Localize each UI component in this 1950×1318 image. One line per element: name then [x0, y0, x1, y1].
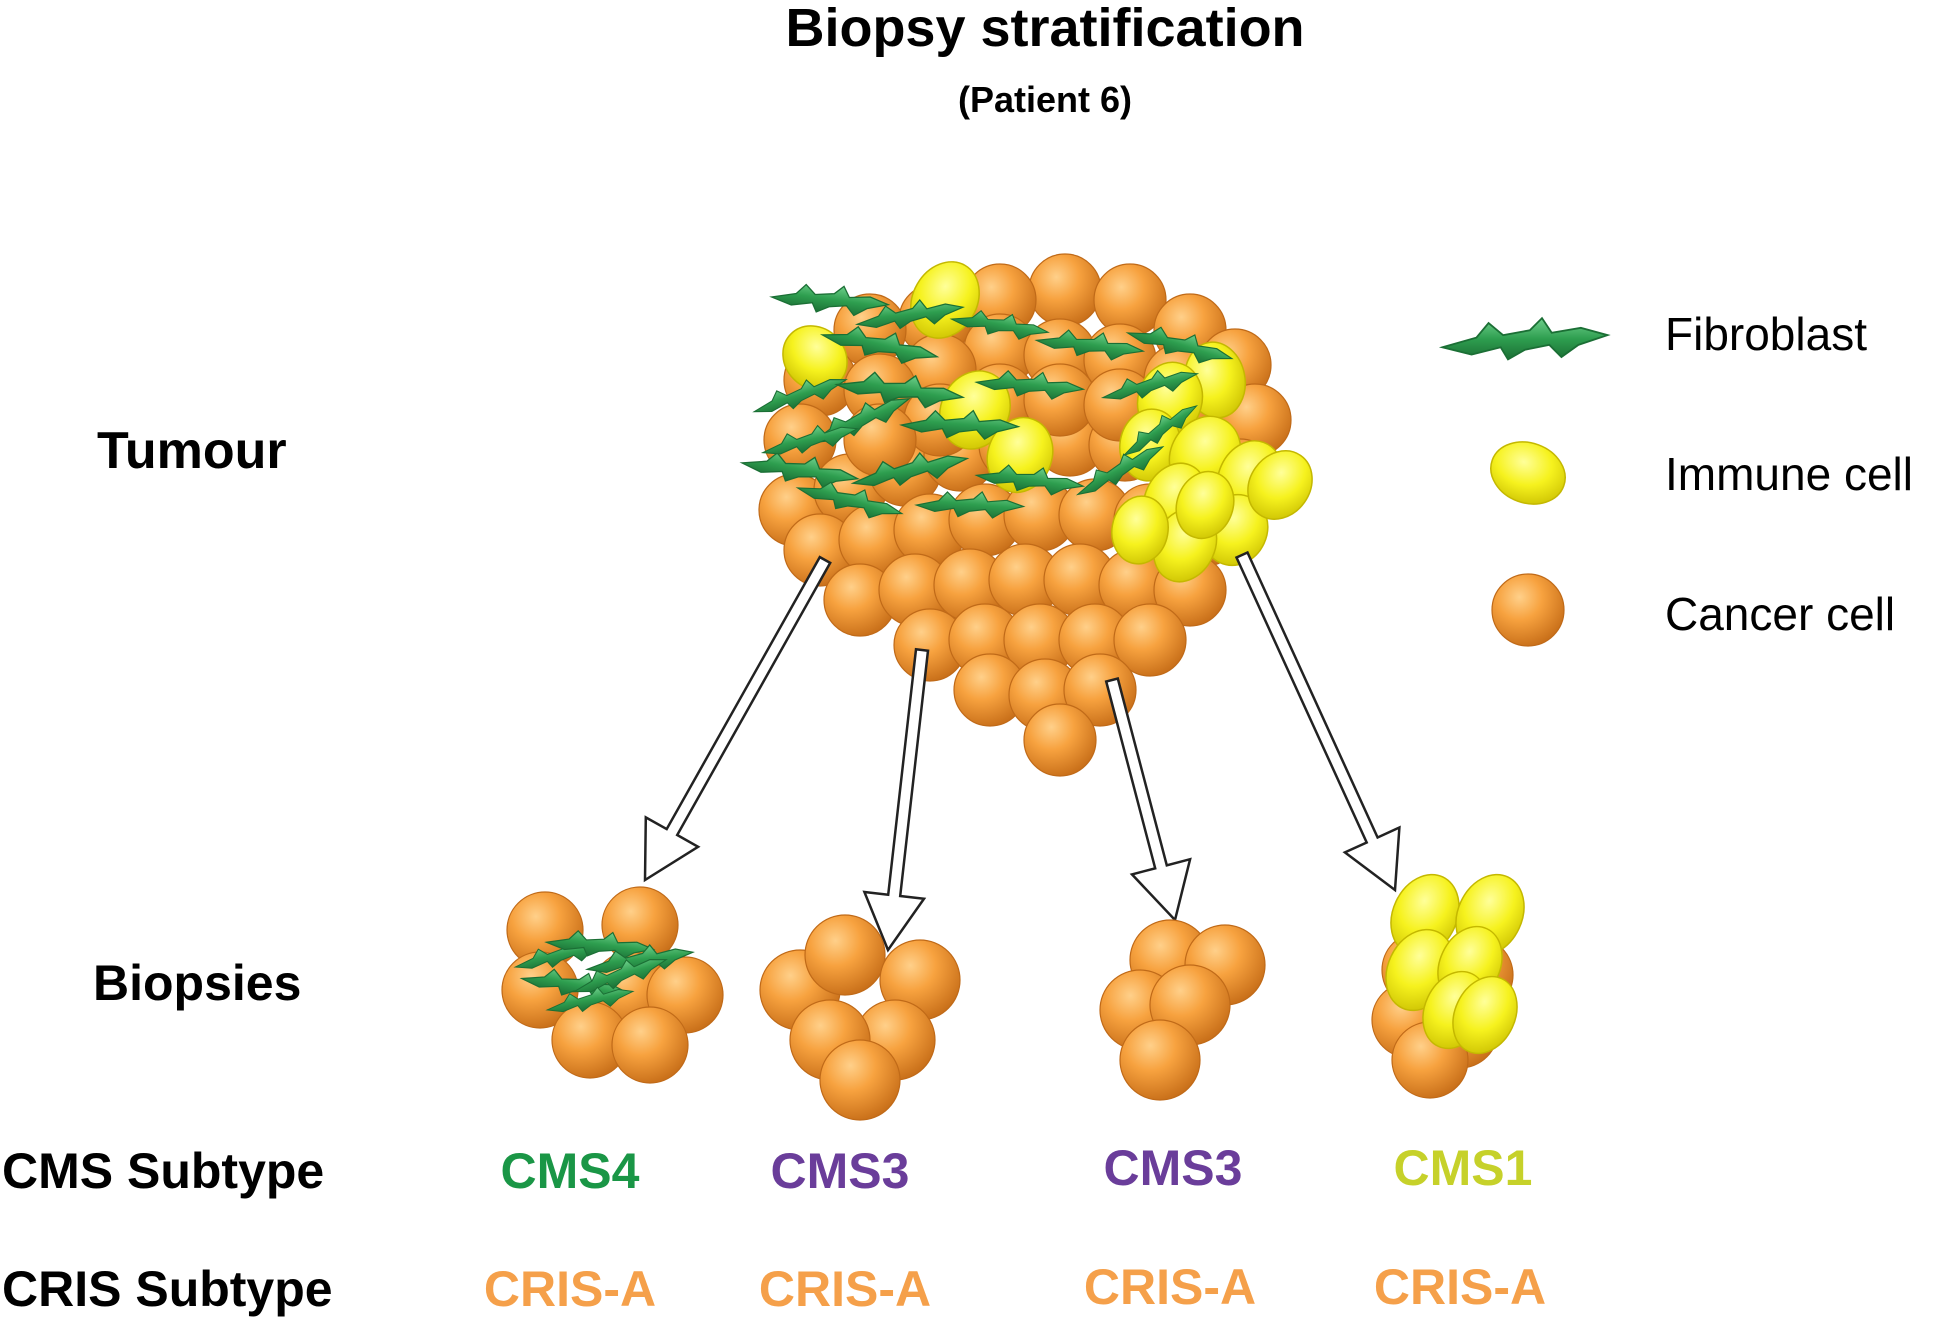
legend-item-cancer-cell: Cancer cell	[1491, 573, 1895, 647]
biopsy-2-cluster	[759, 914, 961, 1121]
arrow-to-biopsy-2	[862, 647, 930, 953]
immune-cell	[1111, 495, 1169, 565]
tumour-label: Tumour	[97, 422, 287, 480]
arrow-to-biopsy-3	[1104, 676, 1192, 923]
cris-label-biopsy-2: CRIS-A	[759, 1261, 931, 1317]
cris-label-biopsy-1: CRIS-A	[484, 1261, 656, 1317]
cancer-cell-icon	[1491, 573, 1565, 647]
cms-subtype-label: CMS Subtype	[2, 1143, 324, 1199]
cancer-cell	[1113, 603, 1187, 677]
legend-label-fibroblast: Fibroblast	[1665, 308, 1867, 360]
fibroblast-icon	[1441, 317, 1609, 361]
cms-label-biopsy-4: CMS1	[1394, 1140, 1533, 1196]
cris-subtype-row: CRIS-A CRIS-A CRIS-A CRIS-A	[484, 1259, 1546, 1317]
cms-subtype-row: CMS4 CMS3 CMS3 CMS1	[501, 1140, 1533, 1199]
biopsy-1-cluster	[501, 886, 724, 1084]
biopsy-clusters	[501, 873, 1525, 1121]
arrow-to-biopsy-1	[643, 555, 832, 883]
cris-label-biopsy-3: CRIS-A	[1084, 1259, 1256, 1315]
arrow-to-biopsy-4	[1234, 550, 1401, 893]
legend-item-fibroblast: Fibroblast	[1441, 308, 1867, 361]
cancer-cell	[819, 1039, 901, 1121]
cms-label-biopsy-1: CMS4	[501, 1143, 640, 1199]
tumour-cluster	[739, 253, 1313, 777]
cris-label-biopsy-4: CRIS-A	[1374, 1259, 1546, 1315]
legend: Fibroblast Immune cell Cancer cell	[1441, 308, 1913, 647]
immune-cell	[1175, 470, 1235, 540]
page-subtitle: (Patient 6)	[958, 79, 1132, 120]
biopsy-3-cluster	[1099, 919, 1266, 1101]
legend-label-cancer-cell: Cancer cell	[1665, 588, 1895, 640]
cancer-cell	[1028, 253, 1102, 327]
cms-label-biopsy-2: CMS3	[771, 1143, 910, 1199]
cancer-cell	[1023, 703, 1097, 777]
legend-label-immune-cell: Immune cell	[1665, 448, 1913, 500]
immune-cell	[1247, 450, 1313, 520]
biopsies-label: Biopsies	[93, 955, 301, 1011]
cms-label-biopsy-3: CMS3	[1104, 1140, 1243, 1196]
cris-subtype-label: CRIS Subtype	[2, 1261, 333, 1317]
biopsy-4-cluster	[1371, 873, 1525, 1099]
immune-cell	[1452, 975, 1518, 1055]
cancer-cell	[804, 914, 886, 996]
biopsy-arrows	[643, 550, 1401, 953]
page-title: Biopsy stratification	[785, 0, 1304, 58]
legend-item-immune-cell: Immune cell	[1490, 441, 1913, 505]
cancer-cell	[1119, 1019, 1201, 1101]
immune-cell-icon	[1490, 441, 1566, 505]
cancer-cell	[611, 1006, 689, 1084]
